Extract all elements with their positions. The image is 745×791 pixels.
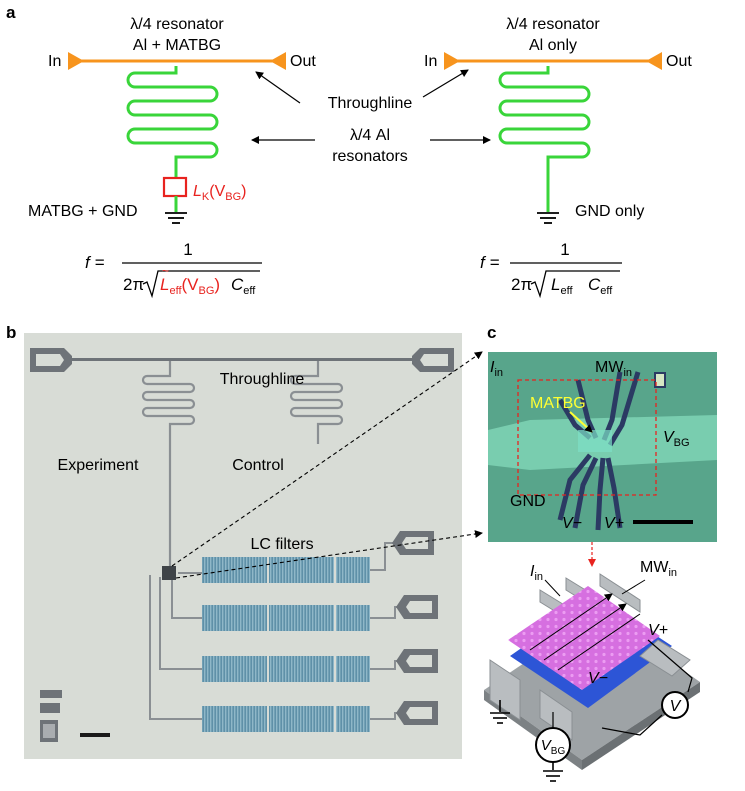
chip-sample-square (162, 566, 176, 580)
v-plus-label: V+ (604, 515, 624, 532)
left-in-label: In (48, 53, 61, 70)
chip-experiment-resonator (141, 361, 196, 568)
svg-text:V: V (670, 698, 682, 715)
graphene-sheet (508, 586, 660, 690)
svg-text:1: 1 (183, 240, 192, 259)
gnd-label: GND (510, 493, 546, 510)
svg-text:Leff(VBG): Leff(VBG) (160, 275, 220, 297)
svg-text:VBG: VBG (541, 737, 566, 757)
kinetic-inductance-label: LK(VBG) (193, 183, 246, 203)
svg-text:Ceff: Ceff (231, 275, 256, 297)
panel-a: a λ/4 resonator Al + MATBG In Out LK(VBG… (6, 3, 692, 299)
matbg-arrow (569, 411, 593, 433)
control-label: Control (232, 457, 284, 474)
ground-3d (490, 700, 510, 724)
right-out-port (646, 52, 662, 70)
throughline-label-a: Throughline (328, 95, 413, 112)
experiment-label: Experiment (58, 457, 139, 474)
chip-throughline (30, 348, 454, 372)
v-bg-label: VBG (663, 429, 690, 449)
left-title-line2: Al + MATBG (133, 37, 221, 54)
throughline-arrow-right (422, 69, 469, 98)
left-frequency-formula: f = 1 2π Leff(VBG) ~ Ceff (85, 240, 262, 299)
left-out-label: Out (290, 53, 316, 70)
svg-text:Ceff: Ceff (588, 275, 613, 297)
chip-logos (40, 690, 62, 742)
svg-text:2π: 2π (511, 275, 532, 294)
v-plus-3d-label: V+ (648, 622, 668, 639)
chip-throughline-label: Throughline (220, 371, 305, 388)
right-out-label: Out (666, 53, 692, 70)
v-minus-label: V− (562, 515, 582, 532)
v-minus-3d-label: V− (588, 670, 608, 687)
zoom-dashed-box (517, 379, 657, 496)
throughline-arrow-left (255, 71, 301, 104)
chip-control-resonator (289, 361, 344, 444)
gnd-only-label: GND only (575, 203, 644, 220)
right-title-line1: λ/4 resonator (506, 16, 600, 33)
left-out-port (270, 52, 286, 70)
mw-in-3d-label: MWin (640, 559, 677, 579)
right-ground-icon (537, 212, 559, 224)
scale-bar-b (80, 733, 110, 737)
voltmeter (661, 691, 689, 719)
left-title-line1: λ/4 resonator (130, 16, 224, 33)
svg-text:2π: 2π (123, 275, 144, 294)
zoom-line-bottom (175, 530, 483, 579)
matbg-label: MATBG (530, 395, 586, 412)
panel-c-letter: c (487, 323, 496, 342)
i-in-3d-label: Iin (530, 563, 543, 583)
right-in-port (444, 52, 460, 70)
panel-a-letter: a (6, 3, 16, 22)
lc-filter-bank (149, 531, 438, 732)
svg-text:Leff: Leff (551, 275, 573, 297)
mw-in-label: MWin (595, 359, 632, 379)
svg-text:f =: f = (480, 253, 499, 272)
right-in-label: In (424, 53, 437, 70)
left-resonator-diagram: λ/4 resonator Al + MATBG In Out LK(VBG) … (28, 16, 316, 299)
panel-b-letter: b (6, 323, 16, 342)
resonators-label-line2: resonators (332, 148, 408, 165)
left-ground-icon (165, 212, 187, 224)
scale-bar-c (633, 520, 693, 524)
panel-c: c Iin MWin MATBG VBG GND V− V+ (484, 323, 717, 782)
right-resonator-diagram: λ/4 resonator Al only In Out GND only f … (424, 16, 692, 299)
left-in-port (68, 52, 84, 70)
matbg-gnd-label: MATBG + GND (28, 203, 138, 220)
panel-b: b (6, 323, 462, 759)
i-in-label: Iin (490, 359, 503, 379)
device-3d-schematic: V VBG Iin MWin V+ V− (484, 559, 700, 782)
right-frequency-formula: f = 1 2π Leff Ceff (480, 240, 622, 299)
lc-filters-label: LC filters (250, 536, 313, 553)
chip-micrograph (24, 333, 462, 759)
svg-text:~: ~ (162, 264, 169, 278)
right-meander-resonator (498, 66, 591, 212)
svg-text:1: 1 (560, 240, 569, 259)
svg-text:f =: f = (85, 253, 104, 272)
right-title-line2: Al only (529, 37, 577, 54)
resonators-label-line1: λ/4 Al (350, 127, 390, 144)
left-meander-resonator (126, 66, 219, 178)
kinetic-inductor-box (162, 176, 188, 198)
